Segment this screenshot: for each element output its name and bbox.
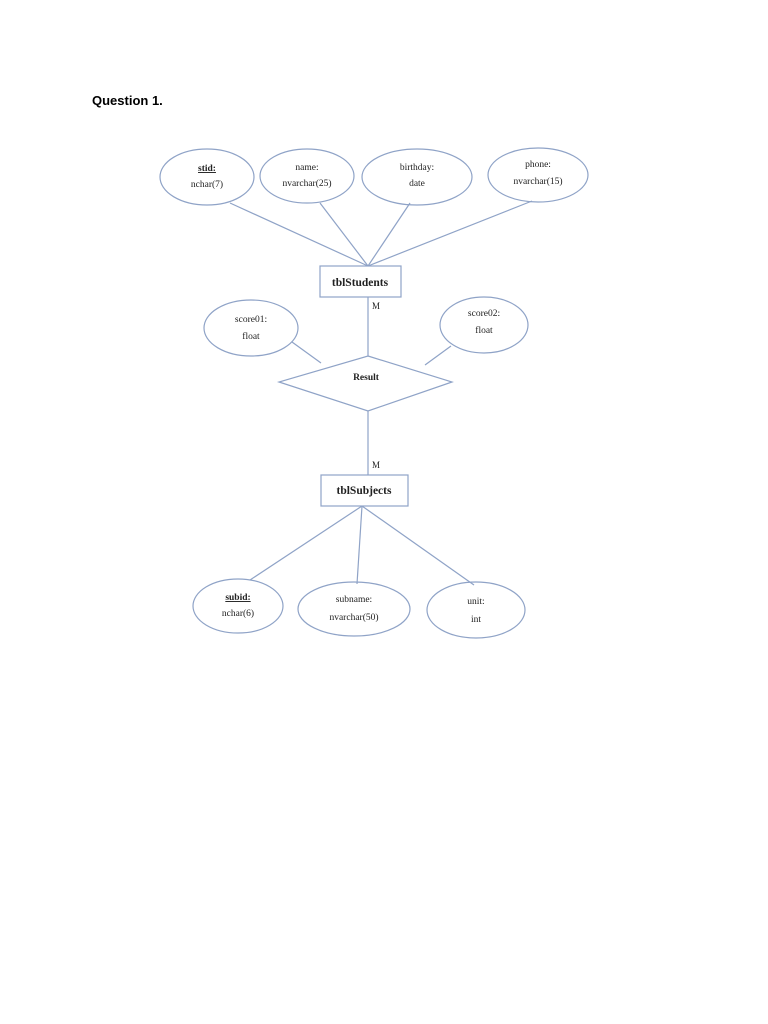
attribute-subname-ellipse [297,581,411,637]
attribute-subid-ellipse [192,578,284,634]
attribute-unit-type: int [471,615,481,625]
cardinality-subjects: M [372,460,380,470]
relationship-diamond [276,355,454,412]
attribute-phone-type: nvarchar(15) [513,176,562,187]
connector-subid [249,505,363,581]
attribute-subname-type: nvarchar(50) [329,612,378,623]
connector-unit [361,505,475,586]
attribute-score02-name: score02: [468,309,500,319]
attribute-subname-name: subname: [336,595,372,605]
attribute-name-ellipse [259,148,355,204]
entity-subjects-label: tblSubjects [337,485,392,497]
attribute-stid-name: stid: [198,164,216,174]
relationship-label: Result [353,373,380,383]
attribute-stid-type: nchar(7) [191,179,223,190]
attribute-score02-ellipse [439,296,529,354]
cardinality-students: M [372,301,380,311]
attribute-unit-name: unit: [467,597,484,607]
attribute-phone-name: phone: [525,160,551,170]
connector-birthday [367,202,411,267]
attribute-name-type: nvarchar(25) [282,178,331,189]
connector-subname [356,505,363,585]
connector-phone [367,200,533,267]
connector-stid [229,202,369,267]
attribute-score01-type: float [242,331,260,342]
attribute-score01-ellipse [203,299,299,357]
attribute-birthday-ellipse [361,148,473,206]
attribute-subid-name: subid: [225,593,250,603]
question-heading: Question 1. [92,93,163,108]
attribute-stid-ellipse [159,148,255,206]
attribute-score01-name: score01: [235,315,267,325]
entity-students-label: tblStudents [332,277,389,289]
connector-name [319,202,369,267]
attribute-birthday-type: date [409,179,425,189]
attribute-score02-type: float [475,325,493,336]
attribute-subid-type: nchar(6) [222,608,254,619]
attribute-phone-ellipse [487,147,589,203]
attribute-name-name: name: [295,163,318,173]
entity-students-box [319,265,402,298]
entity-subjects-box [320,474,409,507]
attribute-birthday-name: birthday: [400,163,434,173]
connector-score02 [424,345,452,366]
attribute-unit-ellipse [426,581,526,639]
connector-score01 [291,341,322,364]
